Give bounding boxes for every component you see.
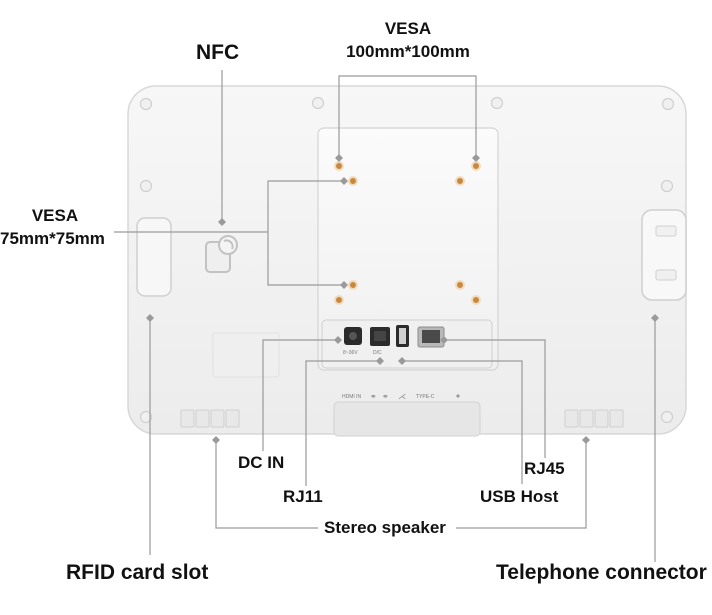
right-speaker-grille (564, 409, 624, 428)
left-speaker-grille (180, 409, 240, 428)
vesa-75-screw (348, 280, 358, 290)
vesa-plate (317, 127, 499, 371)
vesa-100-screw (471, 161, 481, 171)
label-vesa-100-line2: 100mm*100mm (346, 42, 470, 61)
headphone-icon: ⚭ (370, 392, 377, 401)
vesa-75-screw (455, 176, 465, 186)
label-usb-host: USB Host (480, 487, 559, 506)
dc-port-marking: 8~36V (343, 350, 358, 356)
vesa-100-screw (334, 161, 344, 171)
label-nfc: NFC (196, 41, 240, 64)
label-dc-in: DC IN (238, 453, 285, 472)
rj45-port (417, 326, 445, 348)
type-c-marking: TYPE-C (416, 394, 435, 400)
label-rj45: RJ45 (524, 459, 565, 478)
hdmi-in-marking: HDMI IN (342, 394, 362, 400)
lower-port-row: HDMI IN ⚭ ⚭ ⋌ TYPE-C (342, 392, 460, 401)
vesa-75-screw (455, 280, 465, 290)
vesa-100-screw (471, 295, 481, 305)
vesa-100-screw (334, 295, 344, 305)
label-rfid-card-slot: RFID card slot (66, 561, 209, 584)
leader-lines (114, 70, 656, 562)
label-stereo-speaker: Stereo speaker (324, 518, 446, 537)
rj11-port-marking: D/C (373, 350, 382, 356)
rfid-slot-handle (136, 217, 172, 297)
usb-icon: ⋌ (398, 392, 406, 401)
dc-in-port (344, 327, 362, 345)
telephone-connector-bump (641, 209, 687, 301)
leader-markers (146, 154, 659, 444)
corner-bosses (139, 96, 675, 424)
vesa-75-screw (348, 176, 358, 186)
headphone-icon: ⚭ (382, 392, 389, 401)
nfc-emblem (205, 235, 238, 273)
usb-host-port (396, 325, 409, 347)
label-vesa-75-line2: 75mm*75mm (0, 229, 105, 248)
label-rj11: RJ11 (283, 487, 323, 506)
stand-foot (333, 401, 481, 437)
label-vesa-100-line1: VESA (384, 19, 432, 38)
label-vesa-75-line1: VESA (31, 206, 79, 225)
label-telephone-connector: Telephone connector (496, 561, 707, 584)
rj11-port (370, 327, 390, 346)
